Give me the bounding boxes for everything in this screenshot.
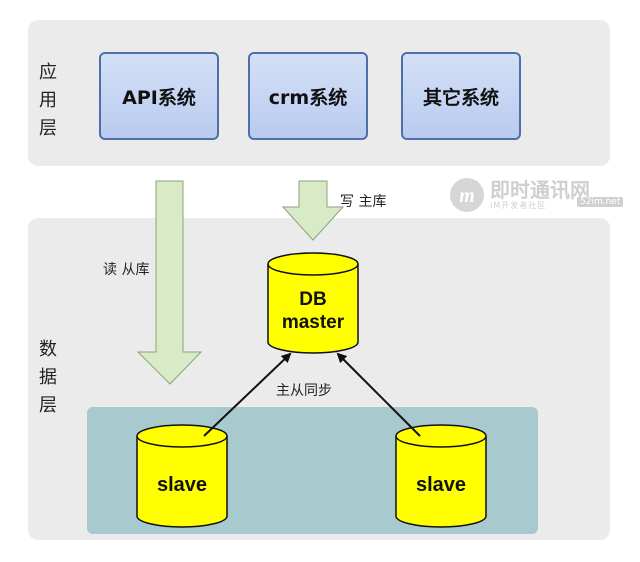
watermark-title: 即时通讯网 xyxy=(490,178,590,202)
slave-label-left: slave xyxy=(156,474,208,496)
sync-arrow-left xyxy=(203,352,292,437)
db-master-label-line2: master xyxy=(281,312,345,333)
db-master-label-line1: DB xyxy=(299,289,327,310)
data-layer-label: 数据层 xyxy=(39,339,57,416)
write-arrow xyxy=(281,180,345,241)
write-master-label: 写 主库 xyxy=(340,194,387,210)
slave-cylinder-right xyxy=(395,424,487,528)
db-master-label: DB master xyxy=(268,288,358,334)
slave-label-right: slave xyxy=(415,474,467,496)
watermark-domain: 52im.net xyxy=(577,197,624,207)
read-arrow xyxy=(136,180,203,385)
slave-cylinder-left xyxy=(136,424,228,528)
other-system-box: 其它系统 xyxy=(401,52,521,140)
svg-text:m: m xyxy=(459,185,475,207)
application-layer-label: 应用层 xyxy=(39,62,57,139)
watermark-subtitle: IM开发者社区 xyxy=(490,201,547,210)
watermark: 即时通讯网 IM开发者社区 52im.net xyxy=(450,172,630,216)
sync-arrow-right xyxy=(336,352,421,437)
api-system-box: API系统 xyxy=(99,52,219,140)
master-slave-sync-label: 主从同步 xyxy=(276,383,332,399)
db-master-cylinder xyxy=(267,252,359,354)
crm-system-box: crm系统 xyxy=(248,52,368,140)
watermark-logo-icon xyxy=(450,178,484,212)
read-slave-label: 读 从库 xyxy=(103,262,150,278)
